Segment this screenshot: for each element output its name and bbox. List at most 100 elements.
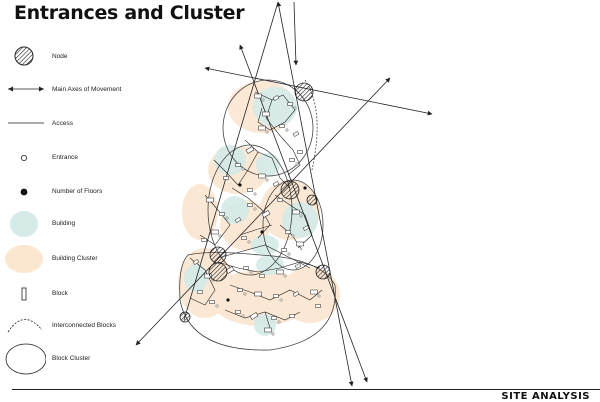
legend-label: Access (52, 120, 73, 127)
legend-label: Main Axes of Movement (52, 86, 122, 93)
entrance (253, 192, 257, 196)
legend-item-floors: Number of Floors (0, 176, 160, 216)
entrance (241, 167, 245, 171)
block (289, 158, 295, 162)
entrance (299, 214, 303, 218)
floor-dot (238, 183, 242, 187)
filled-dot-icon (20, 188, 28, 196)
peach-blob-icon (5, 245, 43, 273)
block (292, 209, 300, 215)
node (179, 311, 191, 323)
legend-item-building: Building (0, 208, 160, 248)
legend-item-access: Access (0, 108, 160, 148)
block (223, 176, 229, 180)
block (310, 289, 318, 295)
entrances (211, 98, 321, 336)
legend-label: Block (52, 290, 68, 297)
block (211, 229, 219, 235)
entrance (265, 178, 269, 182)
entrance (249, 270, 253, 274)
entrance (277, 320, 281, 324)
entrance (225, 216, 229, 220)
teal-blob-icon (10, 211, 38, 237)
block (259, 274, 265, 278)
block (292, 131, 300, 137)
block (197, 290, 203, 294)
entrance (287, 252, 291, 256)
block (201, 238, 207, 242)
node (315, 264, 331, 280)
ellipse-icon (5, 343, 46, 375)
node (209, 246, 227, 264)
block (264, 327, 272, 333)
entrance (261, 98, 265, 102)
floor-dot (260, 230, 264, 234)
entrance (291, 234, 295, 238)
entrance (253, 207, 257, 211)
legend-label: Entrance (52, 154, 79, 161)
block (219, 212, 225, 216)
floor-dot (226, 298, 230, 302)
block (289, 314, 295, 318)
block (315, 304, 321, 308)
block (262, 111, 270, 117)
block (271, 316, 277, 320)
block (258, 173, 266, 179)
dashed-arc-icon (7, 319, 43, 333)
floor-dots (226, 183, 307, 302)
entrance (295, 162, 299, 166)
block (245, 146, 255, 154)
entrance (283, 274, 287, 278)
block (287, 102, 293, 106)
entrance (293, 106, 297, 110)
block (254, 93, 262, 99)
block (294, 263, 302, 269)
entrance (279, 298, 283, 302)
entrance (218, 234, 222, 238)
entrance (317, 294, 321, 298)
block (206, 197, 214, 203)
block (272, 181, 280, 187)
nodes (179, 82, 331, 323)
block (272, 95, 280, 101)
legend-label: Building Cluster (52, 255, 98, 262)
legend-label: Block Cluster (52, 355, 91, 362)
entrance (241, 314, 245, 318)
block (241, 236, 247, 240)
double-arrow-icon (8, 86, 44, 92)
legend-label: Building (52, 220, 76, 227)
open-circle-icon (20, 154, 27, 161)
legend-item-node: Node (0, 40, 160, 80)
legend-item-entrance: Entrance (0, 142, 160, 182)
footer-label: SITE ANALYSIS (501, 391, 590, 402)
legend-item-block-cluster: Block Cluster (0, 342, 160, 382)
blocks (192, 93, 321, 333)
line-icon (8, 122, 44, 124)
block (281, 248, 287, 252)
node (208, 262, 228, 282)
block (235, 310, 241, 314)
block (296, 241, 304, 247)
legend-item-block: Block (0, 278, 160, 318)
entrance (265, 130, 269, 134)
legend-label: Node (52, 53, 68, 60)
block (192, 259, 200, 265)
block (292, 291, 300, 297)
entrance (271, 332, 275, 336)
rectangle-icon (21, 287, 27, 301)
legend-item-main-axes: Main Axes of Movement (0, 74, 160, 114)
floor-dot (303, 186, 307, 190)
block (243, 266, 249, 270)
block (285, 230, 291, 234)
block (249, 312, 259, 320)
block (247, 203, 253, 207)
block (261, 210, 271, 218)
hatched-circle-icon (14, 46, 34, 66)
legend-item-interconnected: Interconnected Blocks (0, 310, 160, 350)
block (302, 225, 310, 231)
entrance (247, 240, 251, 244)
legend-label: Number of Floors (52, 188, 103, 195)
entrance (215, 304, 219, 308)
block (254, 291, 262, 297)
